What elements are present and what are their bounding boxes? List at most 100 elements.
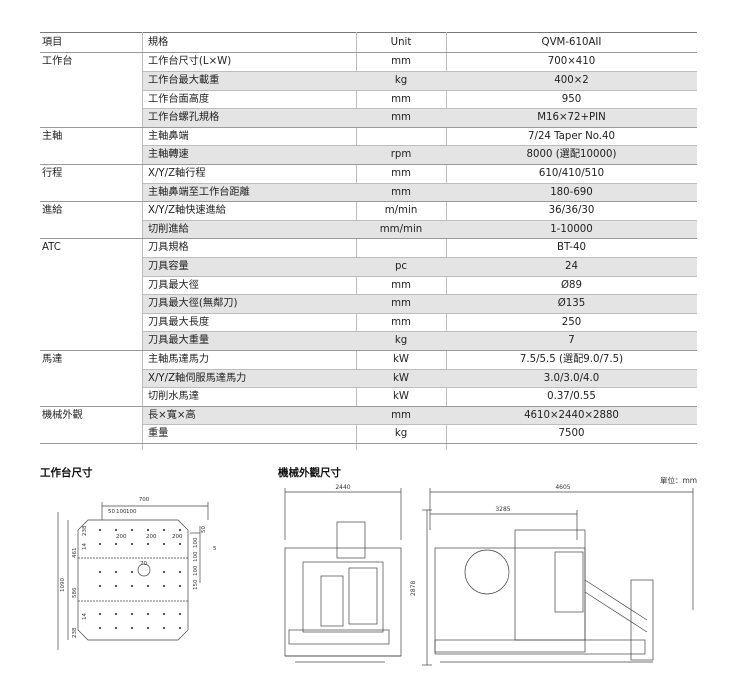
dim-front-width: 2440	[335, 484, 350, 491]
dim-w50a: 50	[108, 509, 115, 515]
row-spec: 刀具最大徑	[148, 279, 199, 291]
row-separator	[143, 387, 697, 389]
row-separator	[143, 182, 697, 184]
row-spec: 刀具最大徑(無鄰刀)	[148, 298, 238, 310]
row-value: 7.5/5.5 (選配9.0/7.5)	[519, 354, 624, 365]
row-value: 400×2	[554, 75, 589, 86]
dim-r100b: 100	[193, 551, 199, 562]
dim-t200b: 200	[146, 534, 157, 540]
row-value: 0.37/0.55	[547, 391, 596, 403]
row-spec: 主軸鼻端	[148, 130, 189, 142]
row-spec: 切削水馬達	[148, 391, 199, 403]
row-unit: mm	[391, 186, 411, 198]
table-divider-spec	[356, 32, 357, 450]
row-category: 機械外觀	[42, 409, 83, 421]
row-unit: mm	[391, 168, 411, 179]
table-row: 切削水馬達 kW 0.37/0.55	[40, 388, 697, 407]
header-unit: Unit	[390, 37, 412, 48]
row-unit: rpm	[390, 149, 412, 161]
row-separator	[40, 163, 697, 165]
machine-outline-drawing: 2440 4605 3285 2878	[284, 484, 694, 666]
row-shade	[143, 109, 697, 128]
dim-r150: 150	[193, 579, 199, 590]
row-value: 7500	[558, 428, 585, 440]
row-value: 250	[561, 316, 582, 328]
row-category: 行程	[42, 168, 63, 179]
row-spec: X/Y/Z軸伺服馬達馬力	[148, 372, 247, 384]
row-value: 610/410/510	[538, 168, 605, 179]
row-separator	[143, 331, 697, 333]
row-separator	[143, 145, 697, 147]
row-separator	[40, 442, 697, 444]
dim-machine-height: 2878	[410, 581, 417, 596]
row-unit: mm/min	[379, 223, 423, 235]
table-header-row: 項目 規格 Unit QVM-610AII	[40, 34, 697, 53]
dim-h461: 461	[72, 548, 78, 559]
row-shade	[143, 146, 697, 165]
row-separator	[40, 126, 697, 128]
dim-height: 1090	[60, 578, 66, 592]
dim-r50: 50	[201, 526, 207, 533]
row-separator	[143, 368, 697, 370]
row-spec: 工作台尺寸(L×W)	[148, 56, 232, 68]
row-shade	[143, 220, 697, 240]
dim-r100c: 100	[193, 565, 199, 576]
table-divider-category	[142, 32, 143, 450]
row-shade	[143, 295, 697, 314]
row-spec: 主軸轉速	[148, 149, 189, 161]
row-shade	[143, 258, 697, 277]
row-separator	[143, 89, 697, 91]
row-value: 36/36/30	[548, 205, 595, 217]
row-shade	[143, 72, 697, 91]
row-separator	[143, 424, 697, 426]
row-unit: m/min	[384, 205, 418, 217]
side-view-body	[434, 547, 586, 653]
row-shade	[143, 406, 697, 426]
row-unit: mm	[391, 298, 411, 310]
row-unit: kg	[394, 428, 408, 440]
dim-w100b: 100	[126, 509, 137, 515]
row-unit: kW	[393, 372, 409, 384]
header-model: QVM-610AII	[541, 37, 602, 48]
header-item: 項目	[42, 37, 63, 48]
row-value: 950	[561, 93, 582, 105]
row-separator	[143, 294, 697, 296]
row-spec: 工作台面高度	[148, 93, 210, 105]
row-separator	[143, 219, 697, 221]
dim-w100a: 100	[116, 509, 127, 515]
row-separator	[143, 108, 697, 110]
dim-h238a: 238	[82, 525, 88, 536]
dim-table-width: 700	[139, 497, 150, 503]
row-spec: X/Y/Z軸快速進給	[148, 205, 226, 217]
row-spec: 切削進給	[148, 223, 189, 235]
dim-h586: 586	[72, 587, 78, 598]
row-unit: kW	[393, 391, 409, 403]
row-category: 馬達	[42, 354, 63, 365]
dim-h238b: 238	[72, 627, 78, 638]
row-separator	[40, 405, 697, 407]
header-separator	[40, 51, 697, 53]
row-spec: 刀具規格	[148, 242, 189, 254]
row-spec: 主軸馬達馬力	[148, 354, 210, 365]
row-spec: 工作台螺孔規格	[148, 112, 220, 124]
row-shade	[143, 369, 697, 389]
dim-h14b: 14	[82, 613, 88, 620]
row-separator	[40, 238, 697, 240]
unit-note: 單位：mm	[660, 476, 698, 485]
header-spec: 規格	[148, 37, 169, 48]
t-slot-holes	[98, 528, 182, 630]
row-value: 8000 (選配10000)	[526, 149, 617, 161]
row-category: 主軸	[42, 130, 63, 142]
dim-t200c: 200	[172, 534, 183, 540]
row-value: 7/24 Taper No.40	[528, 130, 615, 142]
